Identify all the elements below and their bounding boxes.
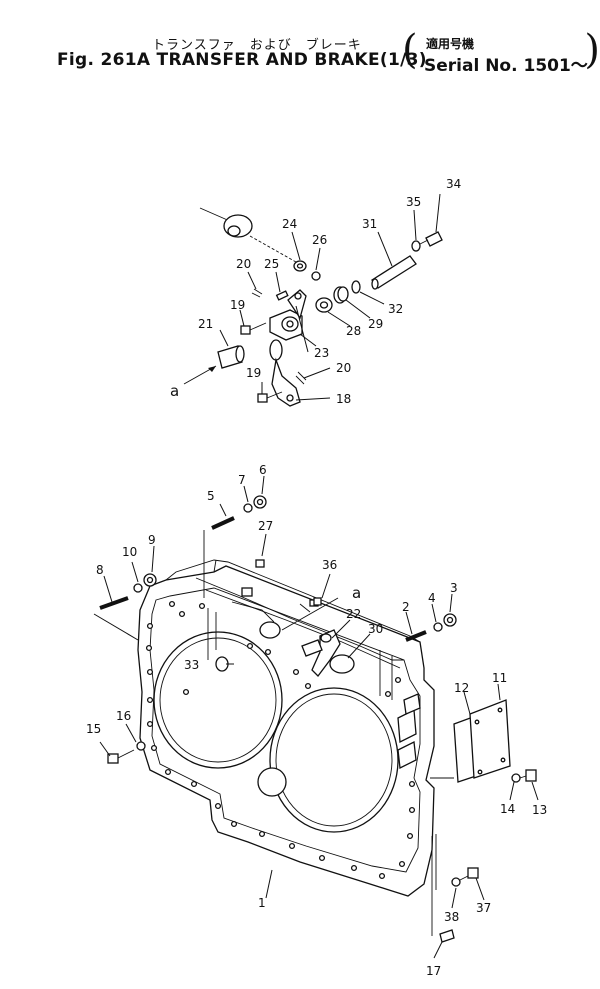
callout-7: 7 bbox=[238, 473, 246, 487]
part-27-pin bbox=[255, 559, 265, 568]
callout-36: 36 bbox=[322, 558, 337, 572]
part-3-nut bbox=[443, 613, 457, 627]
callout-19-lower: 19 bbox=[246, 366, 261, 380]
part-13-bolt bbox=[519, 769, 537, 782]
part-15-bolt bbox=[107, 749, 135, 764]
upper-linkage-assembly bbox=[183, 193, 443, 407]
collar-part bbox=[223, 214, 253, 238]
part-8-stud bbox=[99, 596, 129, 610]
callout-6: 6 bbox=[259, 463, 267, 477]
callout-14: 14 bbox=[500, 802, 515, 816]
callout-18: 18 bbox=[336, 392, 351, 406]
left-bore bbox=[153, 631, 283, 769]
leader-lines-upper bbox=[219, 193, 441, 401]
callout-13: 13 bbox=[532, 803, 547, 817]
part-16-washer bbox=[136, 741, 146, 751]
inner-linkage bbox=[231, 587, 355, 677]
callout-35: 35 bbox=[406, 195, 421, 209]
callout-24: 24 bbox=[282, 217, 297, 231]
callout-20-upper: 20 bbox=[236, 257, 251, 271]
reference-a-upper: a bbox=[170, 382, 179, 400]
reference-a-lower: a bbox=[352, 584, 361, 602]
serial-number: Serial No. 1501～ bbox=[424, 56, 588, 76]
callout-28: 28 bbox=[346, 324, 361, 338]
callout-26: 26 bbox=[312, 233, 327, 247]
part-10-washer bbox=[133, 583, 143, 593]
part-38-washer bbox=[451, 877, 461, 887]
left-bracket: ( bbox=[402, 27, 418, 73]
callout-21: 21 bbox=[198, 317, 213, 331]
lower-fasteners bbox=[99, 495, 537, 943]
callout-34: 34 bbox=[446, 177, 461, 191]
transfer-case-housing bbox=[137, 559, 435, 897]
part-4-washer bbox=[433, 622, 443, 632]
part-17-dowel bbox=[431, 834, 455, 943]
callout-25: 25 bbox=[264, 257, 279, 271]
callout-11: 11 bbox=[492, 671, 507, 685]
callout-33: 33 bbox=[184, 658, 199, 672]
part-11-cover bbox=[469, 699, 511, 779]
callout-15: 15 bbox=[86, 722, 101, 736]
callout-5: 5 bbox=[207, 489, 215, 503]
callout-17: 17 bbox=[426, 964, 441, 978]
part-24-nut bbox=[293, 260, 307, 272]
flange-bolt-holes bbox=[145, 600, 416, 880]
callout-22: 22 bbox=[346, 607, 361, 621]
right-bore bbox=[269, 687, 399, 833]
callout-31: 31 bbox=[362, 217, 377, 231]
callout-4: 4 bbox=[428, 591, 436, 605]
part-5-stud bbox=[203, 516, 235, 598]
callout-19-upper: 19 bbox=[230, 298, 245, 312]
callout-1: 1 bbox=[258, 896, 266, 910]
part-14-washer bbox=[511, 773, 521, 783]
part-26-ring bbox=[311, 271, 321, 281]
part-20-cotter-pin-lower bbox=[295, 371, 307, 385]
leader-lines-lower bbox=[93, 475, 539, 959]
callout-27: 27 bbox=[258, 519, 273, 533]
callout-8: 8 bbox=[96, 563, 104, 577]
part-25-pin bbox=[275, 290, 289, 301]
callout-32: 32 bbox=[388, 302, 403, 316]
part-7-washer bbox=[243, 503, 253, 513]
side-windows bbox=[397, 693, 421, 769]
callout-2: 2 bbox=[402, 600, 410, 614]
callout-labels: 1 2 3 4 5 6 7 8 9 10 11 12 13 14 15 16 1… bbox=[86, 177, 547, 978]
callout-29: 29 bbox=[368, 317, 383, 331]
part-23-lever-bracket bbox=[269, 289, 307, 341]
part-19-bolt-upper bbox=[240, 322, 267, 335]
part-35-washer bbox=[411, 240, 421, 252]
part-20-cotter-pin bbox=[251, 288, 263, 298]
right-bracket: ) bbox=[584, 27, 600, 73]
part-29-bushing bbox=[333, 286, 349, 304]
serial-label-japanese: 適用号機 bbox=[426, 37, 475, 51]
part-31-shaft bbox=[371, 255, 417, 290]
callout-20-lower: 20 bbox=[336, 361, 351, 375]
part-2-stud bbox=[405, 630, 427, 642]
part-37-bolt bbox=[459, 867, 479, 881]
title-japanese: トランスファ および ブレーキ bbox=[152, 38, 362, 53]
callout-10: 10 bbox=[122, 545, 137, 559]
callout-23: 23 bbox=[314, 346, 329, 360]
part-28-nut bbox=[315, 297, 333, 313]
callout-30: 30 bbox=[368, 622, 383, 636]
callout-12: 12 bbox=[454, 681, 469, 695]
callout-38: 38 bbox=[444, 910, 459, 924]
part-34-bolt bbox=[419, 231, 443, 247]
part-32-ring bbox=[351, 280, 361, 294]
part-9-nut bbox=[143, 573, 157, 587]
callout-37: 37 bbox=[476, 901, 491, 915]
small-bottom-hole bbox=[257, 767, 287, 797]
part-6-nut bbox=[253, 495, 267, 509]
callout-16: 16 bbox=[116, 709, 131, 723]
figure-title: Fig. 261A TRANSFER AND BRAKE(1/3) bbox=[57, 50, 427, 70]
callout-9: 9 bbox=[148, 533, 156, 547]
part-18-link bbox=[269, 339, 301, 407]
part-21-sleeve bbox=[217, 345, 245, 369]
callout-3: 3 bbox=[450, 581, 458, 595]
part-36-pin bbox=[313, 597, 322, 606]
serial-applicability: ( 適用号機 Serial No. 1501～ ) bbox=[402, 27, 600, 76]
